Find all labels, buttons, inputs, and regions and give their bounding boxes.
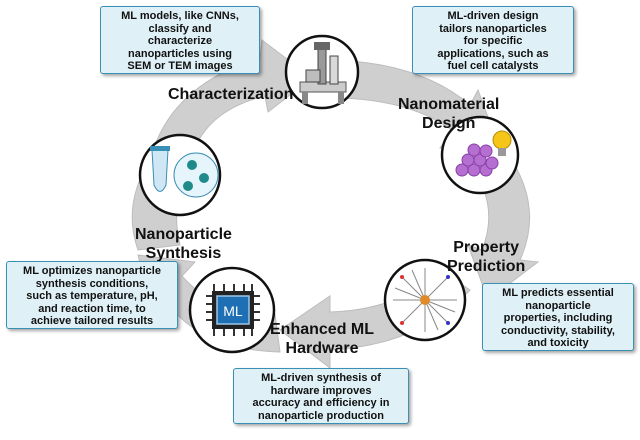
molecule-structure-icon xyxy=(383,258,467,342)
nanoparticle-bulb-icon xyxy=(440,115,520,195)
synthesis-tube-icon xyxy=(138,133,222,217)
stage-characterization-label: Characterization xyxy=(168,86,294,103)
ml-chip-icon: ML xyxy=(188,266,276,354)
microscope-icon xyxy=(284,34,360,110)
arrow-segment-top xyxy=(149,39,313,166)
chip-label: ML xyxy=(223,303,243,319)
